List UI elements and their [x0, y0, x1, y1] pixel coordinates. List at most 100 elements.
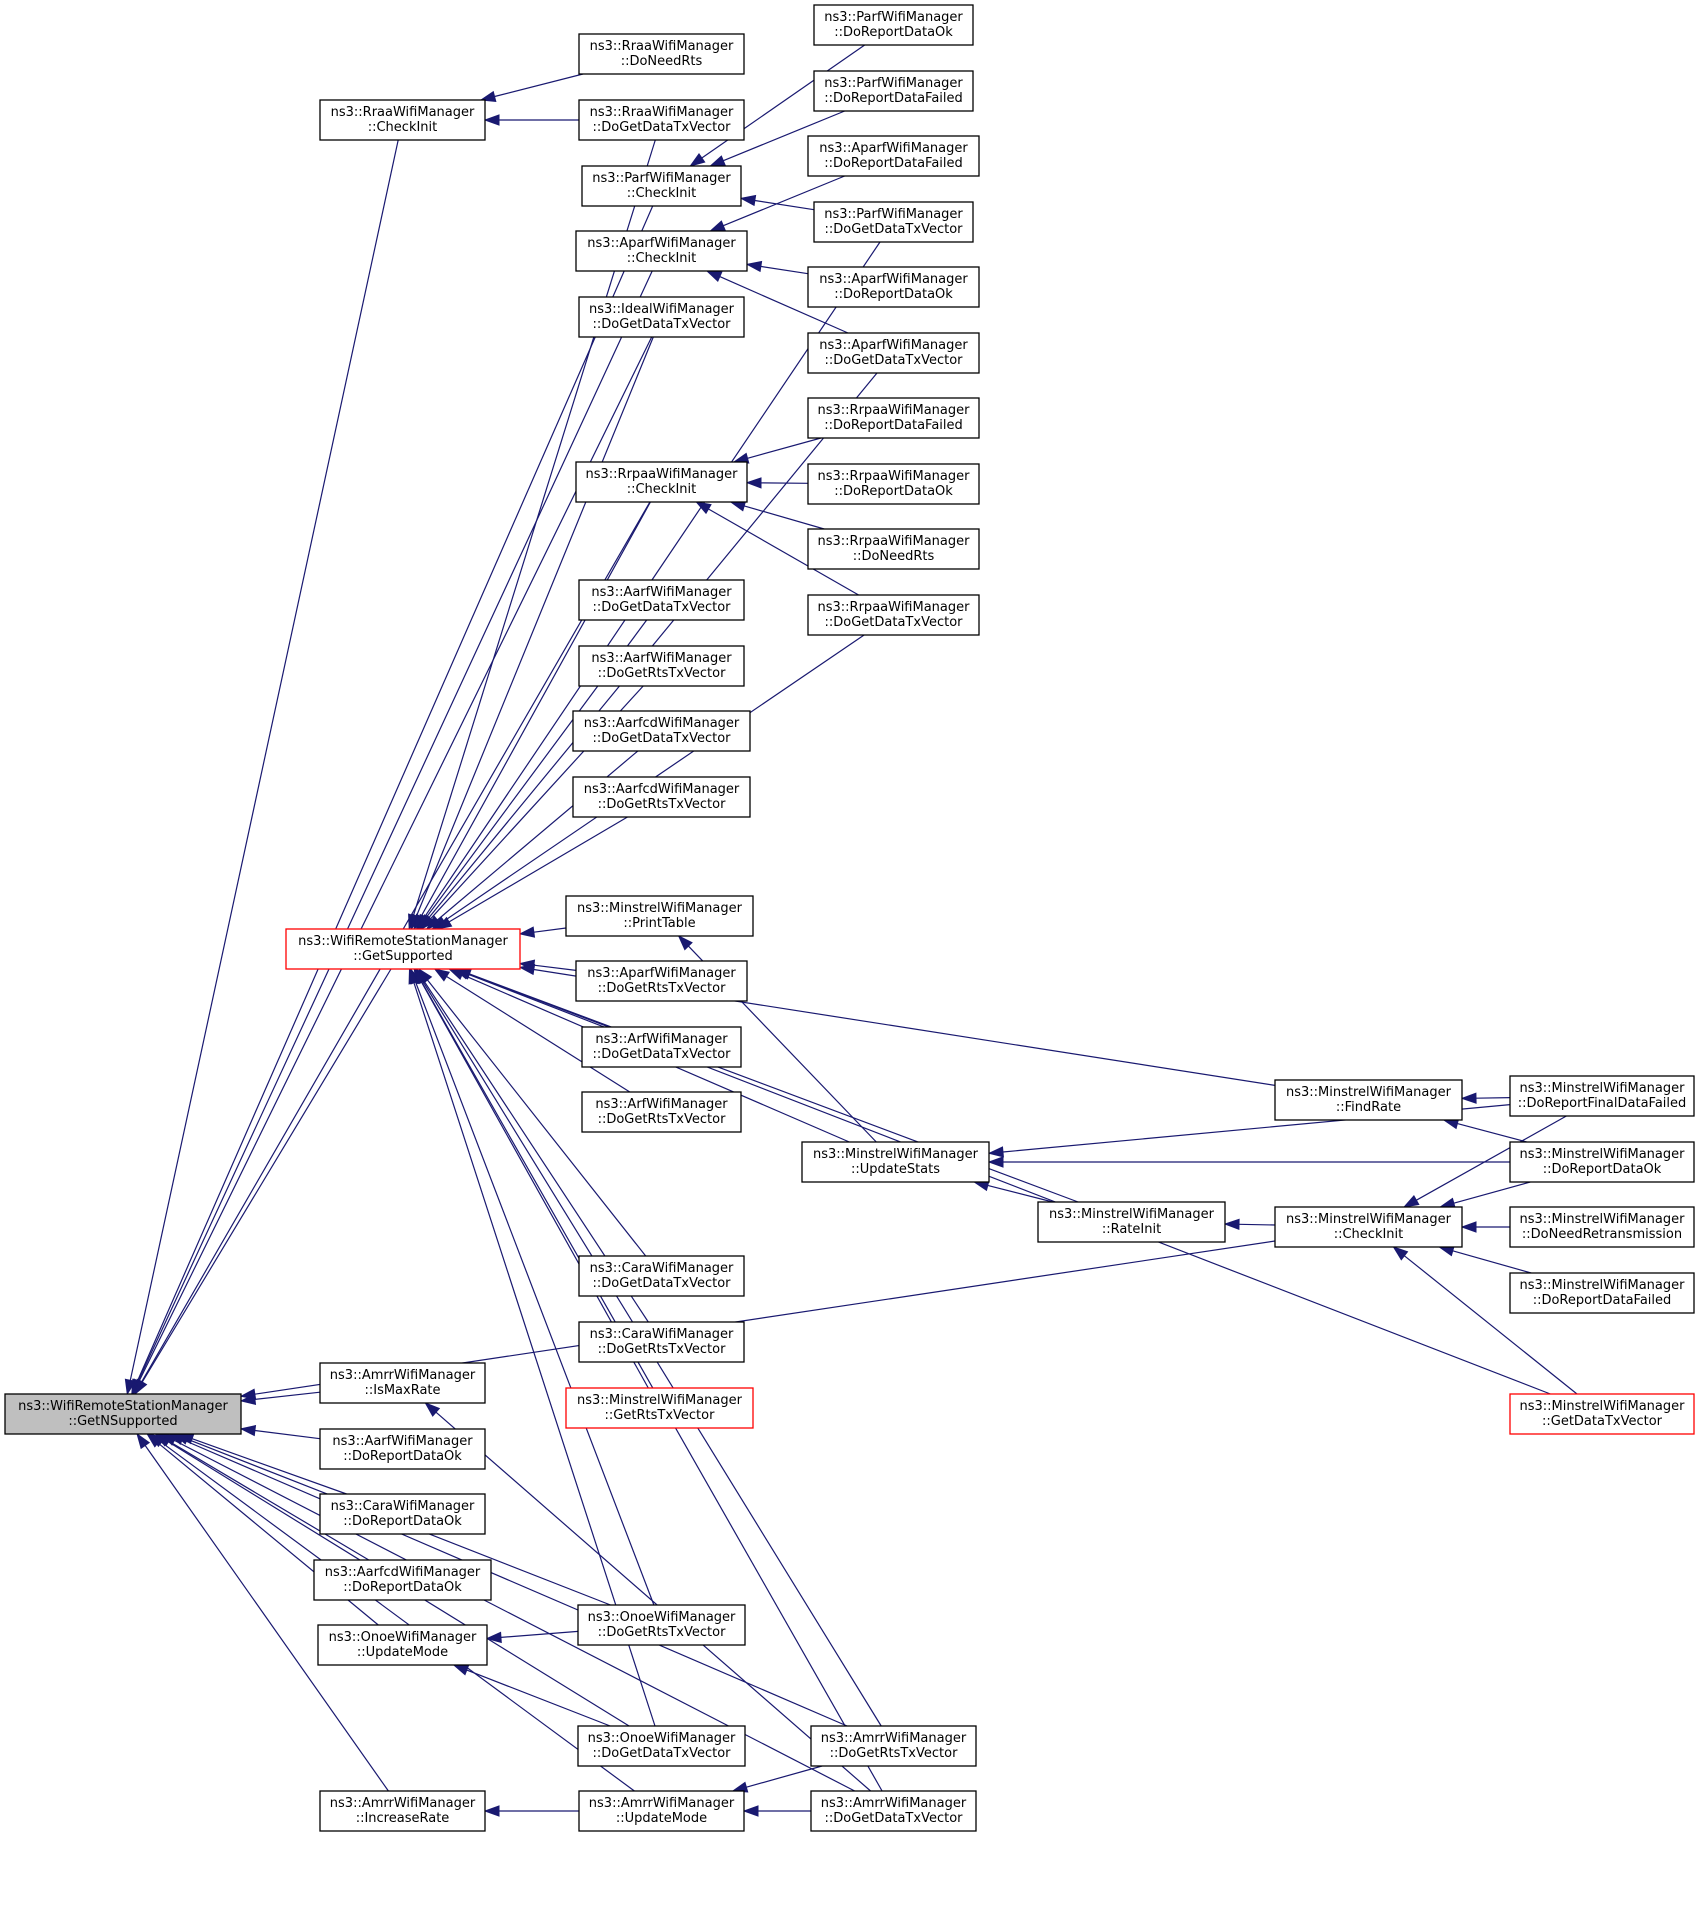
- node-box-min_pt[interactable]: [565, 895, 754, 937]
- node-box-aarfcd_rdo[interactable]: [313, 1559, 492, 1601]
- node-min_rdf[interactable]: ns3::MinstrelWifiManager::DoReportDataFa…: [1509, 1272, 1695, 1314]
- node-rrpaa_gdtv[interactable]: ns3::RrpaaWifiManager::DoGetDataTxVector: [807, 594, 980, 636]
- node-box-rraa_gdtv[interactable]: [578, 99, 745, 141]
- node-box-arf_gdtv[interactable]: [581, 1026, 742, 1068]
- node-parf_rdf[interactable]: ns3::ParfWifiManager::DoReportDataFailed: [813, 70, 974, 112]
- node-box-aarfcd_gdtv[interactable]: [572, 710, 751, 752]
- node-amrr_um[interactable]: ns3::AmrrWifiManager::UpdateMode: [578, 1790, 745, 1832]
- node-box-aparf_grtv[interactable]: [575, 960, 748, 1002]
- node-cara_rdo[interactable]: ns3::CaraWifiManager::DoReportDataOk: [319, 1493, 486, 1535]
- node-box-min_us[interactable]: [801, 1141, 990, 1183]
- node-box-parf_rdf[interactable]: [813, 70, 974, 112]
- node-arf_gdtv[interactable]: ns3::ArfWifiManager::DoGetDataTxVector: [581, 1026, 742, 1068]
- node-min_ci[interactable]: ns3::MinstrelWifiManager::CheckInit: [1274, 1206, 1463, 1248]
- node-box-rrpaa_rdo[interactable]: [807, 463, 980, 505]
- node-rraa_gdtv[interactable]: ns3::RraaWifiManager::DoGetDataTxVector: [578, 99, 745, 141]
- node-box-min_fr[interactable]: [1274, 1079, 1463, 1121]
- node-box-root[interactable]: [4, 1393, 242, 1435]
- node-box-aarf_rdo[interactable]: [319, 1428, 486, 1470]
- node-min_fr[interactable]: ns3::MinstrelWifiManager::FindRate: [1274, 1079, 1463, 1121]
- node-box-rraa_dnr[interactable]: [578, 33, 745, 75]
- node-box-cara_grtv[interactable]: [578, 1321, 745, 1363]
- node-parf_ci[interactable]: ns3::ParfWifiManager::CheckInit: [581, 165, 742, 207]
- node-rrpaa_ci[interactable]: ns3::RrpaaWifiManager::CheckInit: [575, 461, 748, 503]
- node-amrr_gdtv[interactable]: ns3::AmrrWifiManager::DoGetDataTxVector: [810, 1790, 977, 1832]
- node-box-amrr_um[interactable]: [578, 1790, 745, 1832]
- node-box-cara_gdtv[interactable]: [578, 1255, 745, 1297]
- node-min_rdo[interactable]: ns3::MinstrelWifiManager::DoReportDataOk: [1509, 1141, 1695, 1183]
- node-box-min_rfdf[interactable]: [1509, 1075, 1695, 1117]
- node-box-aparf_rdf[interactable]: [807, 135, 980, 177]
- node-box-amrr_imr[interactable]: [319, 1362, 486, 1404]
- node-rrpaa_dnr[interactable]: ns3::RrpaaWifiManager::DoNeedRts: [807, 528, 980, 570]
- node-box-rrpaa_ci[interactable]: [575, 461, 748, 503]
- node-aparf_rdf[interactable]: ns3::AparfWifiManager::DoReportDataFaile…: [807, 135, 980, 177]
- node-box-onoe_gdtv[interactable]: [577, 1725, 746, 1767]
- node-box-cara_rdo[interactable]: [319, 1493, 486, 1535]
- node-min_dnrt[interactable]: ns3::MinstrelWifiManager::DoNeedRetransm…: [1509, 1206, 1695, 1248]
- node-box-amrr_gdtv[interactable]: [810, 1790, 977, 1832]
- node-aarfcd_gdtv[interactable]: ns3::AarfcdWifiManager::DoGetDataTxVecto…: [572, 710, 751, 752]
- node-min_gdtv[interactable]: ns3::MinstrelWifiManager::GetDataTxVecto…: [1509, 1393, 1695, 1435]
- node-aarfcd_rdo[interactable]: ns3::AarfcdWifiManager::DoReportDataOk: [313, 1559, 492, 1601]
- node-box-min_gdtv[interactable]: [1509, 1393, 1695, 1435]
- node-box-aparf_ci[interactable]: [575, 230, 748, 272]
- node-box-aparf_rdo[interactable]: [807, 266, 980, 308]
- node-box-rrpaa_gdtv[interactable]: [807, 594, 980, 636]
- node-aparf_ci[interactable]: ns3::AparfWifiManager::CheckInit: [575, 230, 748, 272]
- node-amrr_ir[interactable]: ns3::AmrrWifiManager::IncreaseRate: [319, 1790, 486, 1832]
- node-onoe_gdtv[interactable]: ns3::OnoeWifiManager::DoGetDataTxVector: [577, 1725, 746, 1767]
- node-gs[interactable]: ns3::WifiRemoteStationManager::GetSuppor…: [285, 928, 521, 970]
- node-min_pt[interactable]: ns3::MinstrelWifiManager::PrintTable: [565, 895, 754, 937]
- node-root[interactable]: ns3::WifiRemoteStationManager::GetNSuppo…: [4, 1393, 242, 1435]
- node-box-amrr_ir[interactable]: [319, 1790, 486, 1832]
- node-rrpaa_rdo[interactable]: ns3::RrpaaWifiManager::DoReportDataOk: [807, 463, 980, 505]
- node-box-min_ci[interactable]: [1274, 1206, 1463, 1248]
- node-arf_grtv[interactable]: ns3::ArfWifiManager::DoGetRtsTxVector: [581, 1091, 742, 1133]
- node-box-min_ri[interactable]: [1037, 1201, 1226, 1243]
- node-box-rrpaa_rdf[interactable]: [807, 397, 980, 439]
- node-box-parf_ci[interactable]: [581, 165, 742, 207]
- node-min_grtv[interactable]: ns3::MinstrelWifiManager::GetRtsTxVector: [565, 1387, 754, 1429]
- node-box-parf_rdo[interactable]: [813, 4, 974, 46]
- node-cara_gdtv[interactable]: ns3::CaraWifiManager::DoGetDataTxVector: [578, 1255, 745, 1297]
- node-box-aparf_gdtv[interactable]: [807, 332, 980, 374]
- node-box-arf_grtv[interactable]: [581, 1091, 742, 1133]
- node-box-min_dnrt[interactable]: [1509, 1206, 1695, 1248]
- node-amrr_imr[interactable]: ns3::AmrrWifiManager::IsMaxRate: [319, 1362, 486, 1404]
- node-box-rrpaa_dnr[interactable]: [807, 528, 980, 570]
- node-box-parf_gdtv[interactable]: [813, 201, 974, 243]
- node-box-min_rdo[interactable]: [1509, 1141, 1695, 1183]
- node-box-min_rdf[interactable]: [1509, 1272, 1695, 1314]
- node-min_rfdf[interactable]: ns3::MinstrelWifiManager::DoReportFinalD…: [1509, 1075, 1695, 1117]
- node-aarfcd_grtv[interactable]: ns3::AarfcdWifiManager::DoGetRtsTxVector: [572, 776, 751, 818]
- node-rrpaa_rdf[interactable]: ns3::RrpaaWifiManager::DoReportDataFaile…: [807, 397, 980, 439]
- node-rraa_ci[interactable]: ns3::RraaWifiManager::CheckInit: [319, 99, 486, 141]
- node-aarf_rdo[interactable]: ns3::AarfWifiManager::DoReportDataOk: [319, 1428, 486, 1470]
- node-box-gs[interactable]: [285, 928, 521, 970]
- node-parf_rdo[interactable]: ns3::ParfWifiManager::DoReportDataOk: [813, 4, 974, 46]
- node-aarf_grtv[interactable]: ns3::AarfWifiManager::DoGetRtsTxVector: [578, 645, 745, 687]
- node-aarf_gdtv[interactable]: ns3::AarfWifiManager::DoGetDataTxVector: [578, 579, 745, 621]
- node-min_ri[interactable]: ns3::MinstrelWifiManager::RateInit: [1037, 1201, 1226, 1243]
- node-aparf_gdtv[interactable]: ns3::AparfWifiManager::DoGetDataTxVector: [807, 332, 980, 374]
- node-box-aarf_grtv[interactable]: [578, 645, 745, 687]
- node-parf_gdtv[interactable]: ns3::ParfWifiManager::DoGetDataTxVector: [813, 201, 974, 243]
- node-box-rraa_ci[interactable]: [319, 99, 486, 141]
- node-min_us[interactable]: ns3::MinstrelWifiManager::UpdateStats: [801, 1141, 990, 1183]
- node-box-amrr_grtv[interactable]: [810, 1725, 977, 1767]
- node-box-min_grtv[interactable]: [565, 1387, 754, 1429]
- node-box-aarfcd_grtv[interactable]: [572, 776, 751, 818]
- node-ideal_gdtv[interactable]: ns3::IdealWifiManager::DoGetDataTxVector: [578, 296, 745, 338]
- node-amrr_grtv[interactable]: ns3::AmrrWifiManager::DoGetRtsTxVector: [810, 1725, 977, 1767]
- node-box-ideal_gdtv[interactable]: [578, 296, 745, 338]
- node-cara_grtv[interactable]: ns3::CaraWifiManager::DoGetRtsTxVector: [578, 1321, 745, 1363]
- node-rraa_dnr[interactable]: ns3::RraaWifiManager::DoNeedRts: [578, 33, 745, 75]
- node-box-onoe_um[interactable]: [317, 1624, 488, 1666]
- node-box-onoe_grtv[interactable]: [577, 1604, 746, 1646]
- node-onoe_um[interactable]: ns3::OnoeWifiManager::UpdateMode: [317, 1624, 488, 1666]
- node-aparf_rdo[interactable]: ns3::AparfWifiManager::DoReportDataOk: [807, 266, 980, 308]
- node-aparf_grtv[interactable]: ns3::AparfWifiManager::DoGetRtsTxVector: [575, 960, 748, 1002]
- node-box-aarf_gdtv[interactable]: [578, 579, 745, 621]
- node-onoe_grtv[interactable]: ns3::OnoeWifiManager::DoGetRtsTxVector: [577, 1604, 746, 1646]
